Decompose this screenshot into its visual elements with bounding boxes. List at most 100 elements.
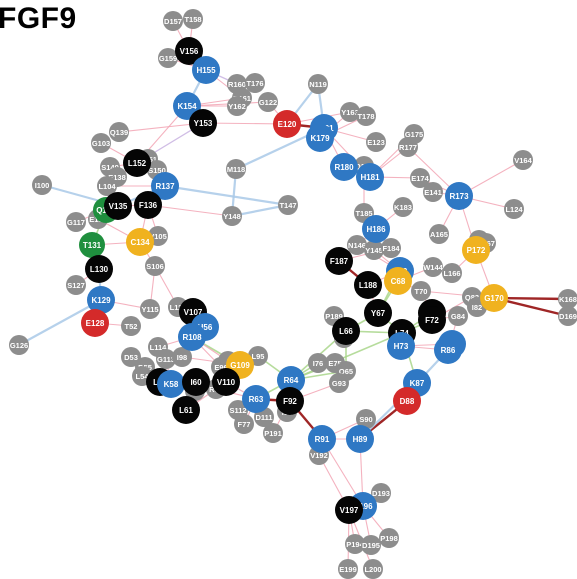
node-k58: K58 [157, 370, 185, 398]
node-label: S127 [67, 281, 85, 290]
node-t52: T52 [121, 316, 141, 336]
node-t176: T176 [245, 73, 265, 93]
node-g103: G103 [91, 133, 111, 153]
node-r63: R63 [242, 385, 270, 413]
node-label: G93 [332, 379, 346, 388]
node-l200: L200 [363, 559, 383, 579]
node-circle [151, 172, 179, 200]
node-circle [345, 534, 365, 554]
node-label: F187 [330, 257, 349, 266]
node-circle [371, 483, 391, 503]
node-l61: L61 [172, 396, 200, 424]
node-l166: L166 [442, 263, 462, 283]
node-s127: S127 [66, 275, 86, 295]
node-circle [381, 238, 401, 258]
node-circle [172, 347, 192, 367]
node-k183: K183 [393, 197, 413, 217]
node-r137: R137 [151, 172, 179, 200]
node-circle [91, 133, 111, 153]
node-circle [227, 96, 247, 116]
node-g126: G126 [9, 335, 29, 355]
node-label: C134 [130, 238, 150, 247]
node-label: V197 [340, 506, 359, 515]
node-e128: E128 [81, 309, 109, 337]
node-circle [480, 284, 508, 312]
node-circle [66, 212, 86, 232]
node-e174: E174 [410, 168, 430, 188]
node-circle [178, 323, 206, 351]
node-label: T70 [415, 287, 428, 296]
node-label: E128 [86, 319, 105, 328]
node-label: R64 [284, 376, 299, 385]
node-label: L130 [90, 265, 109, 274]
node-circle [145, 256, 165, 276]
node-circle [258, 92, 278, 112]
node-y145: Y145 [364, 240, 384, 260]
node-label: Y162 [228, 102, 246, 111]
node-label: V192 [310, 451, 328, 460]
node-h186: H186 [362, 215, 390, 243]
node-label: D88 [400, 397, 415, 406]
node-circle [387, 332, 415, 360]
node-circle [379, 528, 399, 548]
node-label: D195 [362, 541, 380, 550]
node-n146: N146 [347, 235, 367, 255]
node-l124: L124 [504, 199, 524, 219]
node-label: R137 [155, 182, 175, 191]
node-circle [411, 281, 431, 301]
node-circle [66, 275, 86, 295]
node-label: I100 [35, 181, 50, 190]
node-label: P194 [346, 540, 364, 549]
node-label: R86 [441, 346, 456, 355]
node-t158: T158 [183, 9, 203, 29]
node-label: K129 [91, 296, 111, 305]
node-label: P189 [325, 312, 343, 321]
node-n119: N119 [308, 74, 328, 94]
node-label: V135 [109, 202, 128, 211]
node-circle [354, 271, 382, 299]
node-f92: F92 [276, 387, 304, 415]
node-d193: D193 [371, 483, 391, 503]
node-circle [109, 122, 129, 142]
node-circle [234, 414, 254, 434]
node-r108: R108 [178, 323, 206, 351]
node-label: Y148 [223, 212, 241, 221]
node-circle [429, 224, 449, 244]
node-label: C68 [391, 277, 406, 286]
node-circle [356, 163, 384, 191]
node-label: D193 [372, 489, 390, 498]
node-circle [332, 317, 360, 345]
node-label: S106 [146, 262, 164, 271]
node-label: H186 [366, 225, 386, 234]
node-f184: F184 [381, 238, 401, 258]
node-y153: Y153 [189, 109, 217, 137]
node-label: P172 [467, 246, 486, 255]
node-label: G175 [405, 130, 423, 139]
node-g93: G93 [329, 373, 349, 393]
node-l188: L188 [354, 271, 382, 299]
node-label: Y115 [141, 305, 158, 314]
node-circle [189, 109, 217, 137]
node-label: G103 [92, 139, 110, 148]
node-k179: K179 [306, 124, 334, 152]
node-label: H181 [360, 173, 380, 182]
node-circle [330, 153, 358, 181]
node-label: T131 [83, 241, 102, 250]
node-circle [308, 425, 336, 453]
node-circle [384, 267, 412, 295]
node-label: F72 [425, 316, 439, 325]
node-label: D157 [164, 17, 182, 26]
node-label: G122 [259, 98, 277, 107]
node-label: Q139 [110, 128, 128, 137]
node-label: R180 [334, 163, 354, 172]
node-label: K168 [559, 295, 577, 304]
node-label: E120 [278, 120, 297, 129]
node-label: R91 [315, 435, 330, 444]
node-l66: L66 [332, 317, 360, 345]
node-label: L188 [359, 281, 378, 290]
node-circle [126, 228, 154, 256]
node-circle [366, 132, 386, 152]
node-label: G113 [157, 355, 175, 364]
node-circle [308, 353, 328, 373]
